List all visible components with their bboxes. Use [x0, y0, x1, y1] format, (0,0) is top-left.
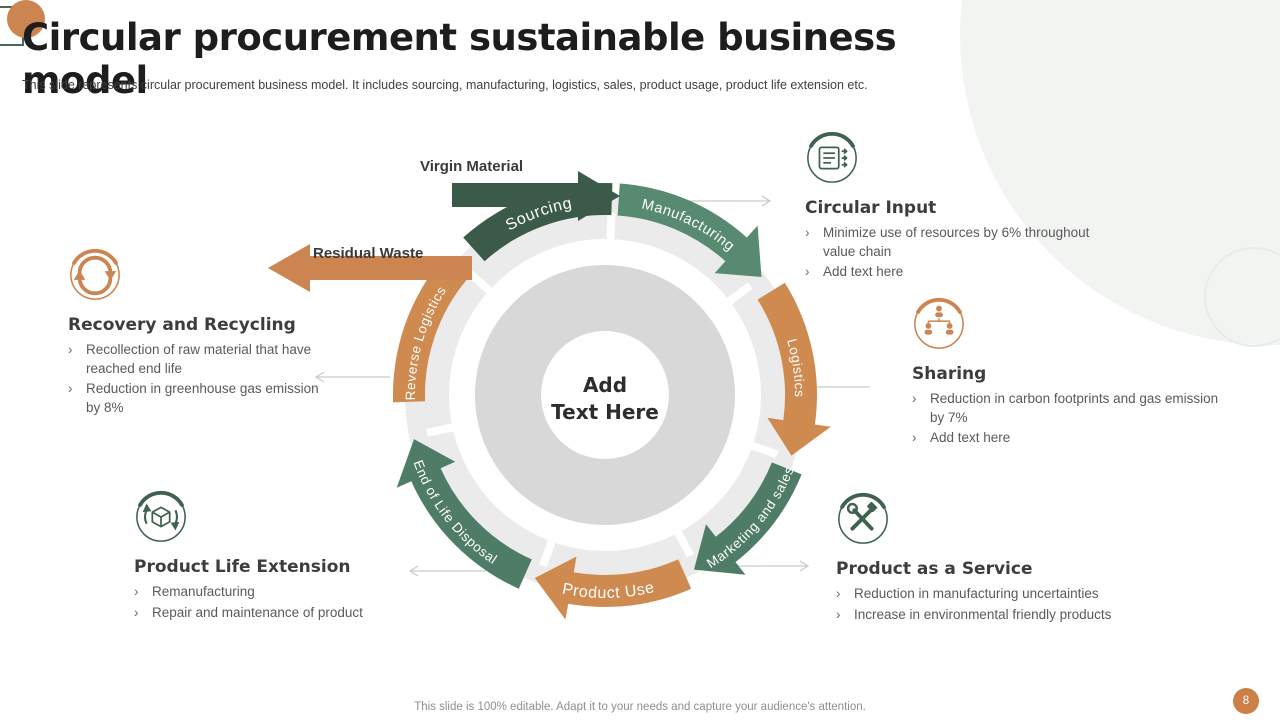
- bullet-marker: ›: [68, 342, 73, 357]
- section-title: Recovery and Recycling: [68, 315, 296, 335]
- bullet-item[interactable]: › Reduction in manufacturing uncertaintie…: [836, 585, 1181, 604]
- connector-arrow-product-life: [408, 565, 486, 577]
- bullet-text: Repair and maintenance of product: [152, 604, 363, 620]
- bullet-text: Minimize use of resources by 6% througho…: [823, 225, 1090, 259]
- section-title: Sharing: [912, 364, 987, 384]
- corner-circle-decor: [7, 0, 45, 38]
- bullet-item[interactable]: › Reduction in greenhouse gas emission by…: [68, 380, 323, 417]
- section-title: Product Life Extension: [134, 557, 351, 577]
- bullet-marker: ›: [68, 381, 73, 397]
- bullet-item[interactable]: › Add text here: [805, 263, 1090, 282]
- section-product-life-extension[interactable]: Product Life Extension ›Remanufacturing …: [134, 490, 434, 624]
- residual-waste-label: Residual Waste: [313, 245, 424, 262]
- bullet-marker: ›: [134, 604, 139, 620]
- bullet-text: Reduction in manufacturing uncertainties: [854, 586, 1099, 601]
- footer-note: This slide is 100% editable. Adapt it to…: [414, 701, 866, 713]
- bullet-text: Increase in environmental friendly produ…: [854, 606, 1112, 622]
- bullet-item[interactable]: › Repair and maintenance of product: [134, 604, 434, 623]
- bullet-item[interactable]: › Increase in environmental friendly prod…: [836, 606, 1181, 625]
- center-text-line1: Add: [582, 373, 628, 397]
- circular-input-icon: [807, 131, 857, 183]
- bullet-text: Reduction in carbon footprints and gas e…: [930, 391, 1219, 425]
- recycle-arrows-icon: [70, 248, 120, 300]
- connector-arrow-recovery: [314, 371, 390, 383]
- tools-icon: [838, 492, 888, 544]
- virgin-material-arrow[interactable]: [452, 171, 620, 221]
- circular-procurement-diagram: Sourcing Manufacturing Logistics Marketi…: [268, 171, 870, 620]
- segmented-outer-ring: [405, 195, 805, 595]
- sharing-icon: [914, 297, 964, 349]
- section-circular-input[interactable]: Circular Input › Minimize use of resource…: [805, 131, 1090, 284]
- arc-manufacturing[interactable]: [617, 183, 762, 278]
- cube-recycle-icon: [136, 490, 186, 542]
- section-sharing[interactable]: Sharing › Reduction in carbon footprints …: [912, 297, 1222, 450]
- bullet-item[interactable]: › Recollection of raw material that have …: [68, 341, 323, 378]
- bullet-marker: ›: [805, 225, 810, 240]
- arc-logistics[interactable]: [757, 282, 831, 456]
- residual-waste-arrow[interactable]: [268, 244, 472, 292]
- section-product-as-a-service[interactable]: Product as a Service › Reduction in manuf…: [836, 492, 1181, 626]
- arc-label-product-use: Product Use: [561, 579, 657, 602]
- arc-product-use[interactable]: [534, 556, 692, 620]
- bullet-text: Recollection of raw material that have r…: [86, 342, 312, 376]
- bullet-marker: ›: [836, 606, 841, 622]
- bullet-marker: ›: [805, 264, 810, 280]
- arc-reverse-logistics[interactable]: [392, 258, 468, 403]
- section-title: Circular Input: [805, 198, 937, 218]
- bullet-text: Reduction in greenhouse gas emission by …: [86, 381, 319, 415]
- bullet-marker: ›: [134, 584, 139, 599]
- center-text-line2: Text Here: [551, 400, 659, 424]
- bullet-text: Add text here: [930, 430, 1011, 446]
- page-subtitle: This slide represents circular procureme…: [22, 78, 868, 92]
- center-text-placeholder[interactable]: Add Text Here: [525, 372, 685, 426]
- arc-marketing-and-sales[interactable]: [694, 462, 802, 575]
- arc-end-of-life-disposal[interactable]: [396, 439, 532, 589]
- bullet-text: Remanufacturing: [152, 584, 255, 599]
- bullet-item[interactable]: › Remanufacturing: [134, 583, 434, 602]
- bullet-marker: ›: [912, 391, 917, 406]
- bullet-text: Add text here: [823, 264, 904, 280]
- bullet-item[interactable]: › Reduction in carbon footprints and gas …: [912, 390, 1222, 427]
- bullet-marker: ›: [836, 586, 841, 601]
- section-recovery-and-recycling[interactable]: Recovery and Recycling › Recollection of …: [68, 248, 323, 420]
- virgin-material-label: Virgin Material: [420, 158, 524, 175]
- page-title[interactable]: Circular procurement sustainable busines…: [22, 16, 897, 102]
- bullet-marker: ›: [912, 430, 917, 446]
- page-number-badge: 8: [1233, 688, 1259, 714]
- center-white-disc: [541, 331, 669, 459]
- bullet-item[interactable]: › Minimize use of resources by 6% through…: [805, 224, 1090, 261]
- section-title: Product as a Service: [836, 559, 1033, 579]
- bullet-item[interactable]: › Add text here: [912, 429, 1222, 448]
